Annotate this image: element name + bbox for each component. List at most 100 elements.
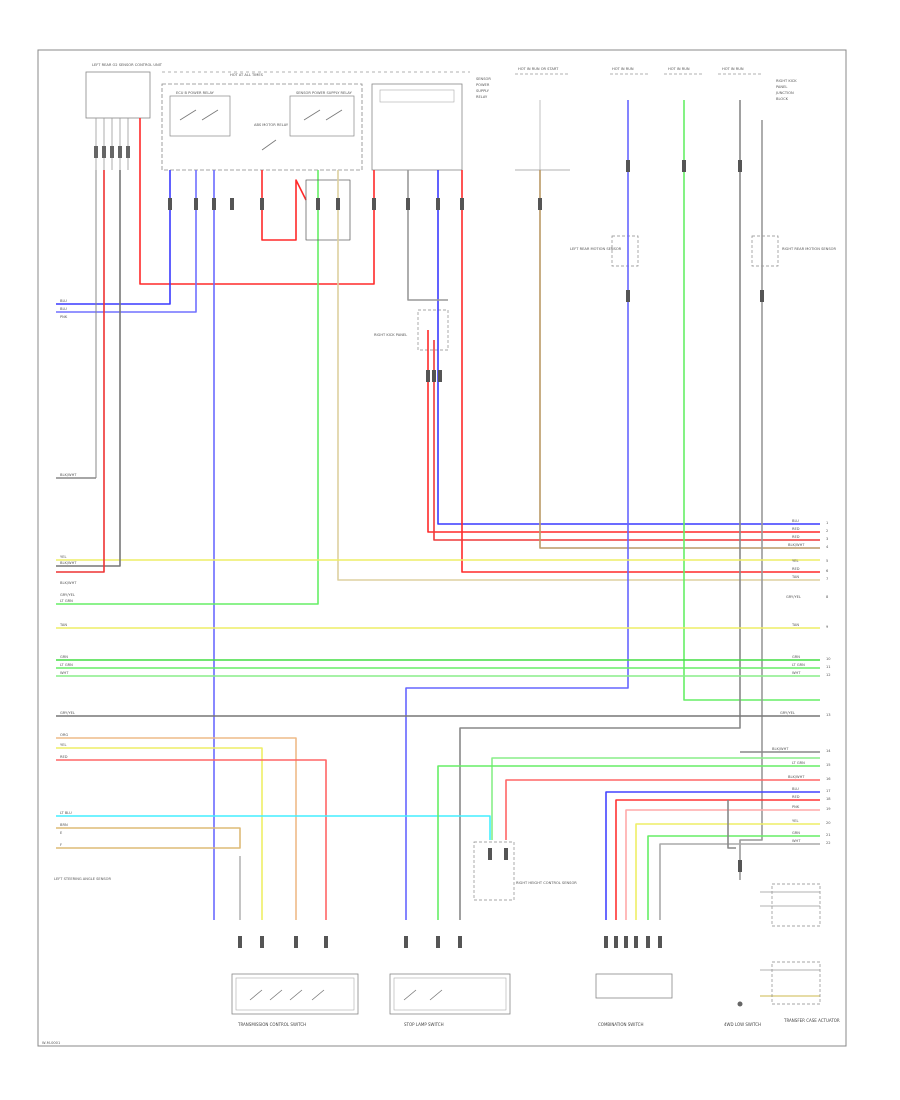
- svg-text:E: E: [60, 831, 63, 835]
- svg-text:RED: RED: [792, 535, 800, 539]
- svg-text:RIGHT KICK PANEL: RIGHT KICK PANEL: [374, 333, 407, 337]
- svg-text:HOT IN RUN OR START: HOT IN RUN OR START: [518, 67, 559, 71]
- svg-text:19: 19: [826, 807, 831, 811]
- svg-text:WHT: WHT: [792, 839, 801, 843]
- svg-text:10: 10: [826, 657, 831, 661]
- svg-text:BLOCK: BLOCK: [776, 97, 789, 101]
- svg-text:17: 17: [826, 789, 831, 793]
- svg-text:SENSOR: SENSOR: [476, 77, 491, 81]
- svg-text:BLK/WHT: BLK/WHT: [60, 473, 77, 477]
- svg-text:BLK/WHT: BLK/WHT: [772, 747, 789, 751]
- svg-text:HOT AT ALL TIMES: HOT AT ALL TIMES: [230, 73, 264, 77]
- wire-red-right: [427, 330, 820, 533]
- svg-text:JUNCTION: JUNCTION: [775, 91, 794, 95]
- svg-text:GRN: GRN: [792, 831, 800, 835]
- wire-green-a: [56, 170, 319, 605]
- svg-text:18: 18: [826, 797, 831, 801]
- svg-text:STOP LAMP SWITCH: STOP LAMP SWITCH: [404, 1022, 444, 1027]
- footer-code: W-M-0001: [42, 1041, 60, 1045]
- svg-text:SENSOR POWER SUPPLY RELAY: SENSOR POWER SUPPLY RELAY: [296, 91, 353, 95]
- transfer-case-actuator: TRANSFER CASE ACTUATOR: [760, 883, 840, 1023]
- svg-text:YEL: YEL: [60, 743, 66, 747]
- svg-text:LT GRN: LT GRN: [792, 761, 805, 765]
- wire-blue-c2: [605, 791, 820, 920]
- wire-red-long: [461, 170, 820, 573]
- svg-text:22: 22: [826, 841, 831, 845]
- wire-blue-r2: [405, 100, 629, 920]
- svg-text:TAN: TAN: [791, 575, 799, 579]
- svg-text:BLK/WHT: BLK/WHT: [788, 543, 805, 547]
- relay-box: ECU B POWER RELAY ABS MOTOR RELAY SENSOR…: [161, 83, 363, 171]
- svg-text:BLU: BLU: [792, 519, 799, 523]
- svg-text:BRN: BRN: [60, 823, 68, 827]
- svg-text:8: 8: [826, 595, 829, 599]
- svg-text:4WD LOW SWITCH: 4WD LOW SWITCH: [724, 1022, 761, 1027]
- wire-red-2: [56, 170, 105, 573]
- svg-text:LEFT STEERING ANGLE SENSOR: LEFT STEERING ANGLE SENSOR: [54, 877, 112, 881]
- svg-text:11: 11: [826, 665, 831, 669]
- svg-text:BLK/WHT: BLK/WHT: [788, 775, 805, 779]
- svg-text:4: 4: [826, 545, 829, 549]
- svg-text:BLU: BLU: [60, 307, 67, 311]
- svg-text:BLK/WHT: BLK/WHT: [60, 561, 77, 565]
- svg-text:POWER: POWER: [476, 83, 490, 87]
- wire-tan-c: [56, 827, 241, 849]
- wire-green-d: [437, 765, 820, 920]
- svg-text:16: 16: [826, 777, 831, 781]
- wire-gry-r: [459, 100, 741, 920]
- svg-text:LEFT REAR MOTION SENSOR: LEFT REAR MOTION SENSOR: [570, 247, 622, 251]
- svg-text:GRN: GRN: [792, 655, 800, 659]
- svg-text:TRANSMISSION CONTROL SWITCH: TRANSMISSION CONTROL SWITCH: [237, 1022, 306, 1027]
- svg-text:BLK/WHT: BLK/WHT: [60, 581, 77, 585]
- svg-text:12: 12: [826, 673, 831, 677]
- stop-lamp-switch: STOP LAMP SWITCH: [389, 973, 511, 1027]
- svg-text:ABS MOTOR RELAY: ABS MOTOR RELAY: [254, 123, 289, 127]
- svg-text:HOT IN RUN: HOT IN RUN: [612, 67, 634, 71]
- svg-text:COMBINATION SWITCH: COMBINATION SWITCH: [598, 1022, 643, 1027]
- wire-green-e: [647, 835, 820, 920]
- svg-text:BLU: BLU: [60, 299, 67, 303]
- svg-text:WHT: WHT: [792, 671, 801, 675]
- diagram-frame: [37, 49, 847, 1047]
- wire-4wd: [727, 800, 736, 849]
- svg-text:LT GRN: LT GRN: [60, 599, 73, 603]
- svg-text:PNK: PNK: [792, 805, 800, 809]
- svg-text:14: 14: [826, 749, 831, 753]
- svg-text:9: 9: [826, 625, 829, 629]
- wire-tan-a: [337, 170, 820, 581]
- svg-text:RIGHT REAR MOTION SENSOR: RIGHT REAR MOTION SENSOR: [782, 247, 836, 251]
- svg-text:RIGHT KICK: RIGHT KICK: [776, 79, 797, 83]
- svg-text:15: 15: [826, 763, 831, 767]
- svg-text:GRN: GRN: [60, 655, 68, 659]
- svg-text:LT BLU: LT BLU: [60, 811, 72, 815]
- svg-text:GRY/YEL: GRY/YEL: [780, 711, 795, 715]
- wire-yellow-d: [635, 823, 820, 920]
- svg-text:HOT IN RUN: HOT IN RUN: [722, 67, 744, 71]
- height-control-sensor: RIGHT HEIGHT CONTROL SENSOR: [473, 841, 577, 901]
- svg-text:TAN: TAN: [791, 623, 799, 627]
- svg-text:WHT: WHT: [60, 671, 69, 675]
- wire-red-b: [56, 759, 327, 920]
- svg-text:GRY/YEL: GRY/YEL: [60, 711, 75, 715]
- wire-red-d: [615, 799, 820, 920]
- wire-pnk: [625, 809, 820, 920]
- svg-text:RED: RED: [792, 567, 800, 571]
- wire-red-relay: [261, 170, 307, 241]
- svg-text:YEL: YEL: [792, 819, 798, 823]
- svg-text:YEL: YEL: [792, 559, 798, 563]
- svg-text:21: 21: [826, 833, 831, 837]
- svg-text:3: 3: [826, 537, 828, 541]
- svg-text:GRY/YEL: GRY/YEL: [60, 593, 75, 597]
- wire-red-c: [505, 779, 820, 840]
- svg-text:LEFT REAR O2 SENSOR CONTROL UN: LEFT REAR O2 SENSOR CONTROL UNIT: [92, 63, 163, 67]
- wire-gry: [407, 170, 448, 301]
- svg-text:RED: RED: [792, 795, 800, 799]
- svg-text:7: 7: [826, 577, 828, 581]
- fuse-box: SENSOR POWER SUPPLY RELAY: [371, 77, 491, 171]
- combination-switch: COMBINATION SWITCH: [595, 973, 673, 1027]
- connector-marks: [168, 160, 764, 948]
- wire-yellow-b: [56, 747, 263, 920]
- wire-blue-right: [437, 170, 820, 525]
